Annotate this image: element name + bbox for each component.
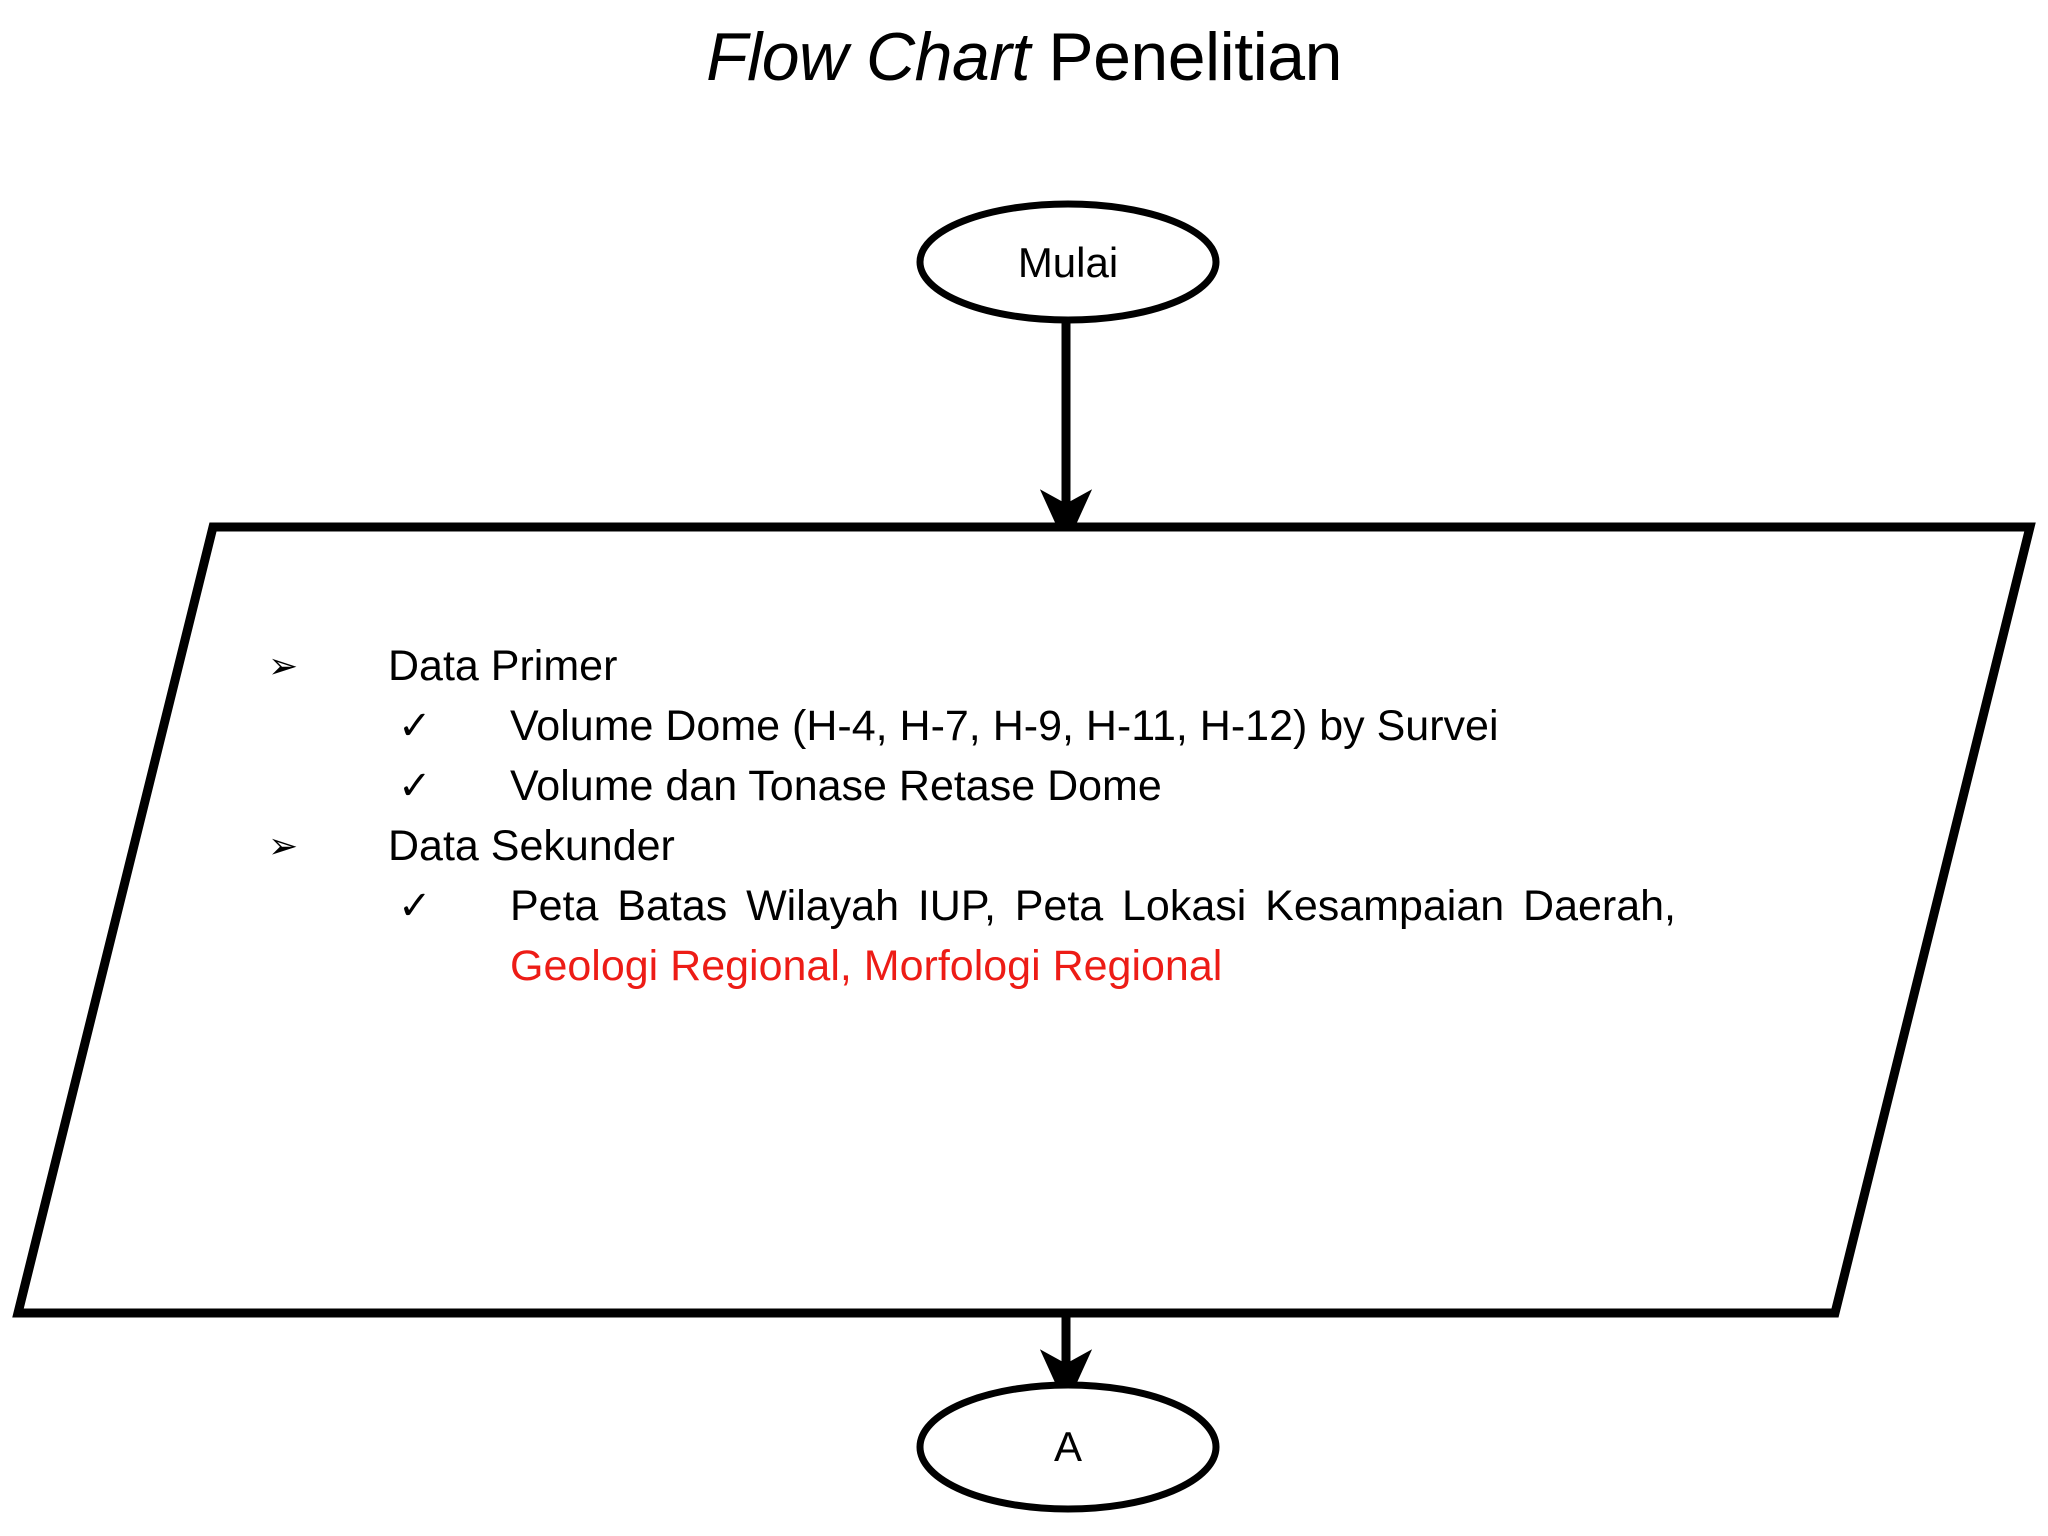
list-item: ➢ Data Sekunder bbox=[268, 816, 1808, 876]
page-title-rest: Penelitian bbox=[1029, 19, 1342, 95]
start-ellipse bbox=[916, 200, 1220, 324]
check-bullet-icon: ✓ bbox=[398, 764, 432, 808]
list-item-label-highlighted: Geologi Regional, Morfologi Regional bbox=[510, 942, 1223, 990]
check-bullet-icon: ✓ bbox=[398, 884, 432, 928]
list-item: ➢ Data Primer bbox=[268, 636, 1808, 696]
list-item-label: Data Primer bbox=[388, 642, 618, 690]
connector-a-ellipse bbox=[916, 1381, 1220, 1513]
page-title-emphasis: Flow Chart bbox=[706, 19, 1030, 95]
list-item-label: Volume dan Tonase Retase Dome bbox=[510, 762, 1162, 810]
page-title: Flow Chart Penelitian bbox=[0, 18, 2048, 96]
list-item-label: Peta Batas Wilayah IUP, Peta Lokasi Kesa… bbox=[510, 882, 1676, 930]
process-content: ➢ Data Primer ✓ Volume Dome (H-4, H-7, H… bbox=[268, 636, 1808, 996]
data-parallelogram bbox=[12, 522, 2036, 1318]
list-item: ✓ Volume Dome (H-4, H-7, H-9, H-11, H-12… bbox=[268, 696, 1808, 756]
start-node-label: Mulai bbox=[1017, 239, 1119, 286]
list-item-label: Data Sekunder bbox=[388, 822, 675, 870]
list-item-label: Volume Dome (H-4, H-7, H-9, H-11, H-12) … bbox=[510, 702, 1499, 750]
list-item: ✓ Peta Batas Wilayah IUP, Peta Lokasi Ke… bbox=[268, 876, 1808, 936]
list-item: Geologi Regional, Morfologi Regional bbox=[268, 936, 1808, 996]
arrow-bullet-icon: ➢ bbox=[268, 645, 299, 686]
connector-a-label: A bbox=[1053, 1423, 1082, 1470]
check-bullet-icon: ✓ bbox=[398, 704, 432, 748]
arrow-bullet-icon: ➢ bbox=[268, 825, 299, 866]
list-item: ✓ Volume dan Tonase Retase Dome bbox=[268, 756, 1808, 816]
